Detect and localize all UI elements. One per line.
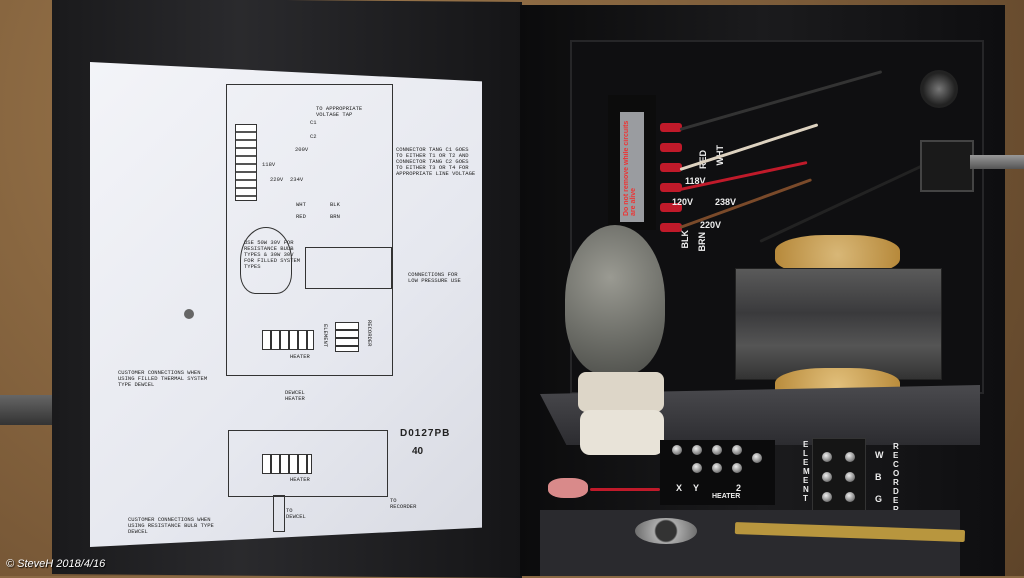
grommet [920, 70, 958, 108]
diagram-wht: WHT [296, 201, 306, 208]
bulb-socket [578, 372, 664, 412]
tap-lug [660, 203, 682, 212]
diagram-part-number: D0127PB [400, 428, 451, 439]
terminal-screw [732, 445, 742, 455]
warning-text: Do not remove while circuits are alive [623, 120, 637, 216]
terminal-screw [845, 452, 855, 462]
terminal-x: X [676, 483, 683, 493]
diagram-to-recorder: To recorder [390, 497, 417, 510]
transformer [735, 268, 942, 380]
enclosure-bottom [540, 510, 960, 576]
terminal-screw [752, 453, 762, 463]
terminal-screw [692, 463, 702, 473]
diagram-resistance-note: Customer connections when using resistan… [128, 516, 214, 535]
terminal-screw [712, 445, 722, 455]
terminal-screw [822, 472, 832, 482]
diagram-transformer [305, 247, 392, 289]
terminal-w: W [875, 450, 884, 460]
tap-118v: 118V [685, 176, 706, 186]
terminal-g: G [875, 494, 883, 504]
diagram-blk: BLK [330, 201, 340, 208]
screw-hole [184, 309, 194, 319]
pipe [0, 395, 55, 425]
tap-220v: 220V [700, 220, 722, 230]
diagram-element: Element [322, 324, 329, 348]
terminal-y: Y [693, 483, 700, 493]
diagram-dewcel-conduit [273, 495, 285, 532]
diagram-connector-note: Connector tang C1 goes to either T1 or T… [396, 146, 476, 177]
diagram-enclosure-top [226, 84, 393, 376]
diagram-bulb [240, 227, 292, 294]
diagram-200v: 200V [295, 146, 309, 153]
terminal-screw [692, 445, 702, 455]
diagram-c2: C2 [310, 133, 317, 140]
terminal-2: 2 [736, 483, 742, 493]
terminal-b: B [875, 472, 882, 482]
warning-label: Do not remove while circuits are alive [620, 112, 644, 222]
diagram-part-sub: 40 [412, 446, 424, 457]
terminal-screw [732, 463, 742, 473]
diagram-terminal-block [262, 330, 314, 350]
diagram-red: RED [296, 213, 306, 220]
diagram-terminal-block-lower [262, 454, 312, 474]
tap-238v: 238V [715, 197, 737, 207]
wire-label-brn: BRN [697, 232, 707, 252]
terminal-screw [845, 472, 855, 482]
wire-nut [548, 478, 588, 498]
terminal-screw [822, 492, 832, 502]
diagram-to-dewcel: To dewcel [286, 507, 306, 520]
wire-label-blk: BLK [680, 230, 690, 249]
diagram-terminal-strip [235, 124, 257, 201]
tap-lug [660, 163, 682, 172]
tap-lug [660, 183, 682, 192]
diagram-c1: C1 [310, 119, 317, 126]
terminal-screw [672, 445, 682, 455]
terminal-screw [845, 492, 855, 502]
terminal-screw [712, 463, 722, 473]
diagram-heater: Heater [290, 353, 310, 360]
tap-lug [660, 123, 682, 132]
diagram-low-pressure: Connections for low pressure use [408, 271, 461, 284]
watermark: © SteveH 2018/4/16 [6, 558, 106, 570]
diagram-recorder-block [335, 322, 359, 352]
diagram-filled-note: Customer connections when using filled t… [118, 369, 208, 388]
terminal-heater: HEATER [712, 493, 741, 500]
diagram-heater-lower: Heater [290, 476, 310, 483]
diagram-220v: 220V [270, 176, 284, 183]
wire-red-heater [590, 488, 660, 491]
wiring-diagram-sheet: To appropriate voltage tap C1 C2 Connect… [90, 62, 482, 547]
bulb-socket-base [580, 410, 664, 455]
terminal-screw [822, 452, 832, 462]
light-bulb [565, 225, 665, 375]
tap-lug [660, 143, 682, 152]
diagram-bulb-note: Use 50W 30V for resistance bulb types & … [244, 239, 301, 270]
conduit-fitting [970, 155, 1024, 169]
diagram-dewcel-heater: Dewcel heater [285, 389, 305, 402]
diagram-234v: 234V [290, 176, 304, 183]
element-label: ELEMENT [803, 440, 810, 503]
diagram-enclosure-bottom [228, 430, 388, 497]
power-switch [920, 140, 974, 192]
tap-lug [660, 223, 682, 232]
diagram-118v: 118V [262, 161, 276, 168]
diagram-voltage-tap: To appropriate voltage tap [316, 105, 363, 118]
diagram-brn: BRN [330, 213, 340, 220]
conduit-nut [635, 518, 697, 544]
diagram-recorder: Recorder [366, 320, 373, 347]
recorder-label: RECORDER [893, 442, 900, 514]
tap-120v: 120V [672, 197, 694, 207]
